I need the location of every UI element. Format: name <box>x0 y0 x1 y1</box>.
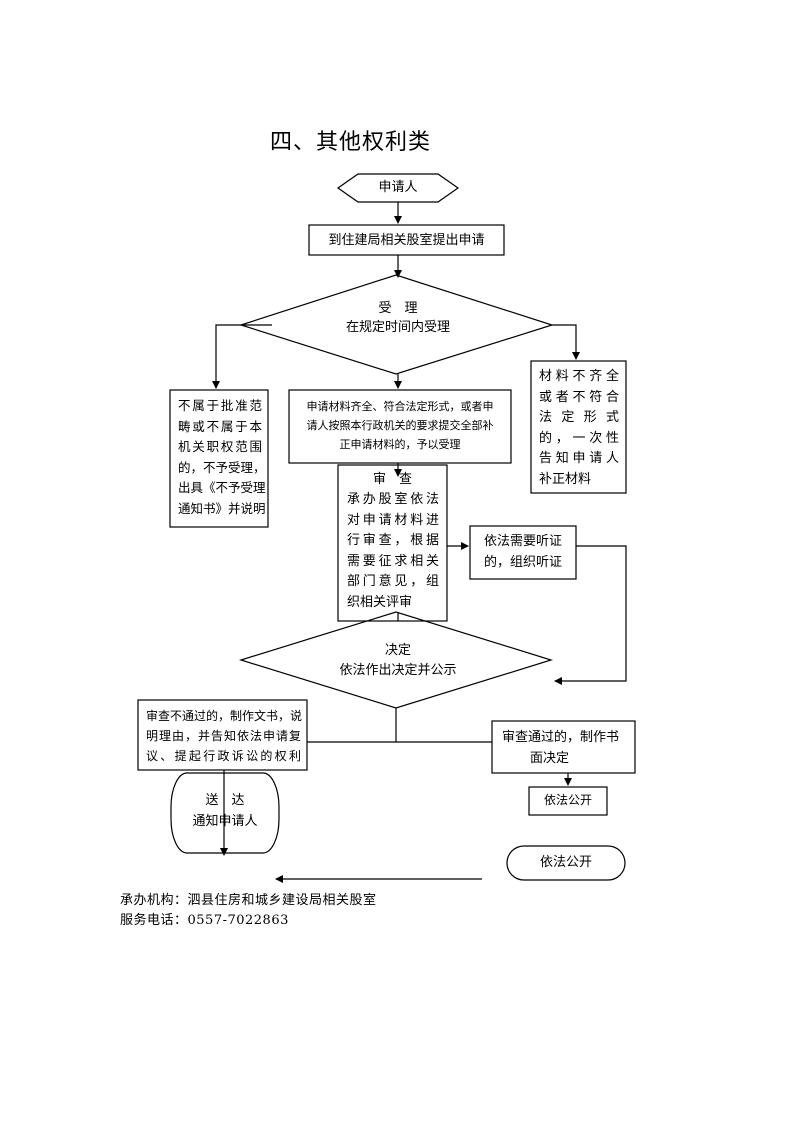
review-line: 对申请材料进 <box>347 512 439 528</box>
hearing-box <box>469 525 577 580</box>
reject-line: 机关职权范围 <box>178 439 262 454</box>
hearing-line: 的，组织听证 <box>483 555 562 570</box>
reject-line: 通知书》并说明 <box>178 500 266 516</box>
accept-subtitle: 在规定时间内受理 <box>345 320 450 335</box>
publish1-box <box>528 786 608 816</box>
incomplete-line: 或者不符合 <box>539 389 619 405</box>
deliver-title: 送 达 <box>205 793 245 808</box>
review-line: 承办股室依法 <box>347 492 439 507</box>
arrow-accept-reject <box>212 324 272 389</box>
footer-phone: 服务电话：0557-7022863 <box>120 913 289 928</box>
incomplete-line: 告知申请人 <box>539 451 619 466</box>
page-title: 四、其他权利类 <box>270 130 432 155</box>
incomplete-line: 的，一次性 <box>539 430 619 446</box>
complete-line: 请人按照本行政机关的要求提交全部补 <box>306 419 494 432</box>
pass-line: 审查通过的，制作书 <box>502 730 620 745</box>
fail-line: 议、提起行政诉讼的权利 <box>146 749 301 763</box>
pass-text: 审查通过的，制作书 面决定 <box>502 727 628 769</box>
decision-diamond <box>238 611 554 709</box>
arrow-accept-incomplete <box>552 324 580 360</box>
complete-box <box>288 389 512 464</box>
complete-line: 申请材料齐全、符合法定形式，或者申 <box>306 400 494 413</box>
submit-box <box>308 224 505 256</box>
submit-label: 到住建局相关股室提出申请 <box>328 233 485 248</box>
reject-line: 不属于批准范 <box>178 398 262 413</box>
incomplete-box <box>530 360 627 494</box>
review-text: 承办股室依法 对申请材料进 行审查，根据 需要征求相关 部门意见，组 织相关评审 <box>347 490 439 613</box>
fail-box <box>137 699 308 771</box>
hearing-text: 依法需要听证 的，组织听证 <box>470 531 576 573</box>
arrow-hearing-decision <box>554 545 627 685</box>
review-line: 织相关评审 <box>347 594 413 610</box>
applicant-label: 申请人 <box>378 180 418 195</box>
incomplete-line: 补正材料 <box>539 471 592 487</box>
fail-text: 审查不通过的，制作文书，说 明理由，并告知依法申请复 议、提起行政诉讼的权利 <box>146 706 303 766</box>
incomplete-text: 材料不齐全 或者不符合 法 定 形 式 的，一次性 告知申请人 补正材料 <box>539 367 619 490</box>
accept-title: 受 理 <box>378 301 418 316</box>
reject-box <box>169 389 269 528</box>
fail-line: 明理由，并告知依法申请复 <box>146 729 301 743</box>
publish1-label: 依法公开 <box>543 793 592 807</box>
incomplete-line: 法 定 形 式 <box>539 410 619 425</box>
review-title: 审 查 <box>372 472 412 487</box>
decision-title: 决定 <box>384 643 411 658</box>
decision-subtitle: 依法作出决定并公示 <box>339 663 457 678</box>
footer-org: 承办机构：泗县住房和城乡建设局相关股室 <box>120 893 377 908</box>
applicant-shape <box>336 173 460 203</box>
hearing-line: 依法需要听证 <box>483 534 562 549</box>
reject-line: 出具《不予受理 <box>178 480 266 495</box>
reject-line: 的，不予受理， <box>178 459 266 475</box>
fail-line: 审查不通过的，制作文书，说 <box>146 709 303 723</box>
reject-line: 畴或不属于本 <box>178 418 262 434</box>
review-line: 行审查，根据 <box>347 533 439 548</box>
pass-line: 面决定 <box>530 751 570 766</box>
deliver-subtitle: 通知申请人 <box>192 814 258 829</box>
incomplete-line: 材料不齐全 <box>539 369 619 384</box>
publish2-label: 依法公开 <box>539 855 592 870</box>
review-box <box>337 464 448 622</box>
pass-box <box>491 720 636 774</box>
complete-line: 正申请材料的，予以受理 <box>339 438 461 451</box>
review-line: 部门意见，组 <box>347 574 439 589</box>
publish2-box <box>506 845 626 881</box>
reject-text: 不属于批准范 畴或不属于本 机关职权范围 的，不予受理， 出具《不予受理 通知书… <box>178 396 266 519</box>
complete-text: 申请材料齐全、符合法定形式，或者申 请人按照本行政机关的要求提交全部补 正申请材… <box>292 397 508 454</box>
review-line: 需要征求相关 <box>347 553 439 569</box>
